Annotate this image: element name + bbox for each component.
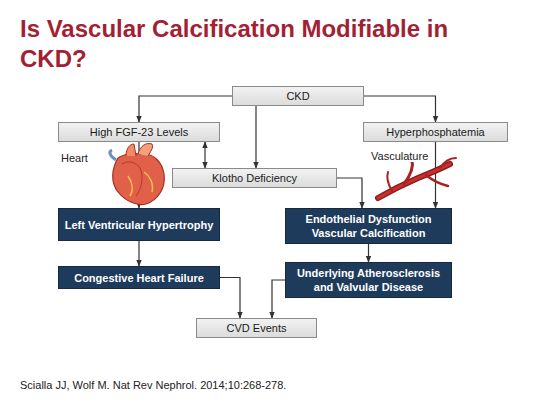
outcome-box: Congestive Heart Failure [58,266,220,289]
box-text: Hyperphosphatemia [386,125,484,139]
outcome-box: Left Ventricular Hypertrophy [58,208,220,241]
process-box: CKD [232,86,364,106]
flow-arrow [337,178,362,208]
process-box: CVD Events [196,318,317,338]
flow-arrow [435,142,436,208]
flow-arrow [138,241,139,266]
outcome-box: Underlying Atherosclerosis and Valvular … [285,262,452,298]
flow-arrow [272,280,285,318]
process-box: High FGF-23 Levels [58,122,220,142]
flow-arrow [204,142,205,168]
process-box: Hyperphosphatemia [363,122,508,142]
box-text: CVD Events [227,321,287,335]
box-text: Left Ventricular Hypertrophy [65,218,214,232]
slide-title: Is Vascular Calcification Modifiable in … [20,14,450,74]
box-text: High FGF-23 Levels [90,125,188,139]
flow-arrow [139,96,232,122]
box-text: Endothelial Dysfunction Vascular Calcifi… [291,212,446,240]
artery-illustration [378,158,456,198]
flow-arrow [368,244,369,262]
region-label: Vasculature [370,150,429,162]
flow-arrow [220,278,240,319]
region-label: Heart [60,152,89,164]
box-text: Klotho Deficiency [212,171,297,185]
outcome-box: Endothelial Dysfunction Vascular Calcifi… [285,208,452,244]
heart-illustration [110,143,164,204]
flow-arrow [255,106,256,168]
box-text: Congestive Heart Failure [74,271,204,285]
process-box: Klotho Deficiency [172,168,337,188]
flow-arrow [364,96,436,122]
box-text: CKD [286,89,309,103]
box-text: Underlying Atherosclerosis and Valvular … [291,266,446,294]
citation-caption: Scialla JJ, Wolf M. Nat Rev Nephrol. 201… [20,379,286,391]
